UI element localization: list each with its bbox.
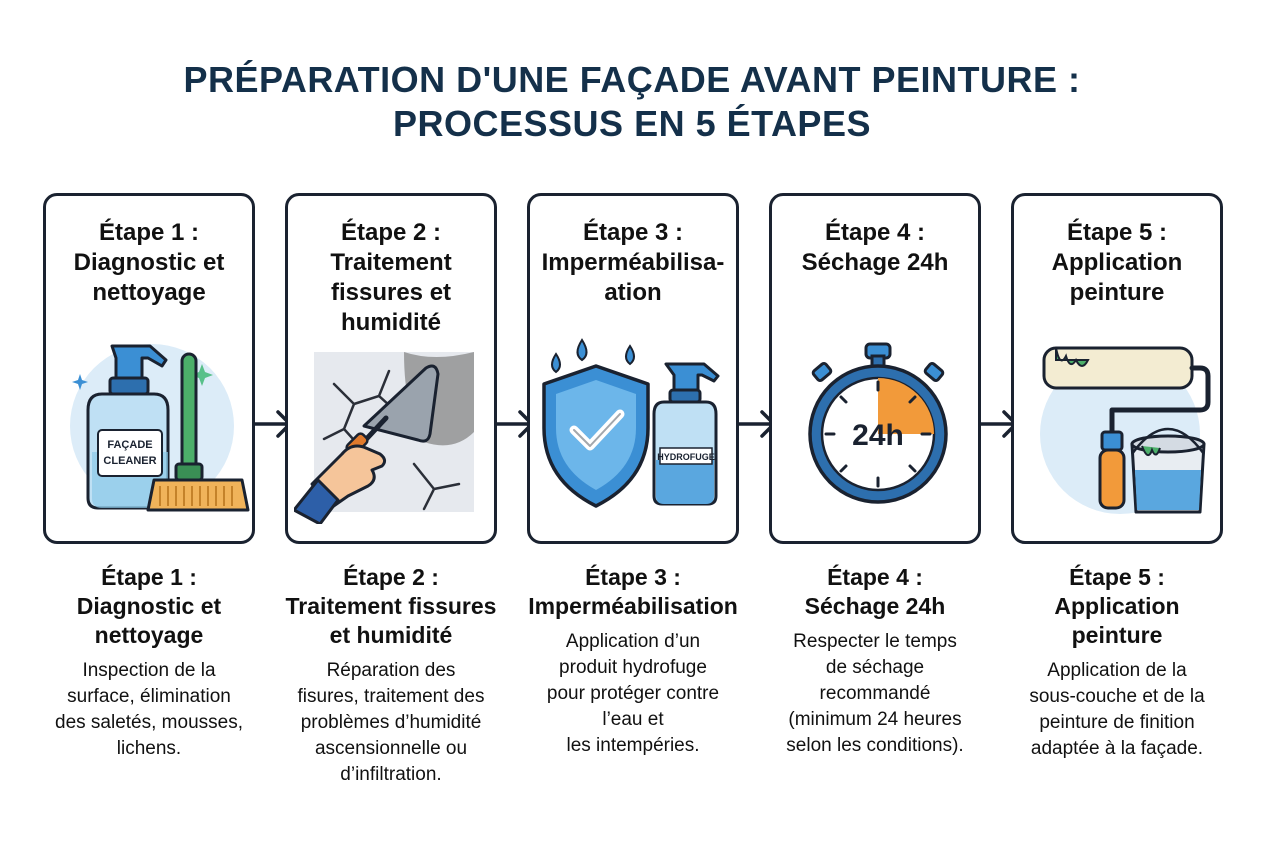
step-description-text-line: d’infiltration. <box>340 764 442 785</box>
step-card-title-line: Imperméabilisa- <box>541 249 725 276</box>
page-title-line-2: PROCESSUS EN 5 ÉTAPES <box>393 103 871 144</box>
step-description-heading-line: Étape 4 : <box>827 564 923 590</box>
step-description-text: Application de la sous-couche et de la p… <box>997 658 1237 762</box>
step-card-title-line: peinture <box>1069 279 1165 306</box>
step-description-heading-line: Étape 5 : <box>1069 564 1165 590</box>
step-description-text-line: produit hydrofuge <box>559 657 707 678</box>
step-card-title-line: Séchage 24h <box>801 249 949 276</box>
step-description-text-line: Inspection de la <box>82 660 216 681</box>
page-title-line-1: PRÉPARATION D'UNE FAÇADE AVANT PEINTURE … <box>183 59 1081 100</box>
step-card-title-line: Application <box>1051 249 1183 276</box>
step-description-heading: Étape 4 : Séchage 24h <box>755 563 995 621</box>
step-description-text-line: pour protéger contre <box>546 683 720 704</box>
step-description-text-line: lichens. <box>116 738 182 759</box>
step-description-text-line: (minimum 24 heures <box>788 709 962 730</box>
step-description-text-line: les intempéries. <box>566 735 700 756</box>
step-description-text: Respecter le temps de séchage recommandé… <box>755 629 995 759</box>
step-description-4: Étape 4 : Séchage 24h Respecter le temps… <box>755 563 995 759</box>
step-description-text-line: Application d’un <box>565 631 701 652</box>
step-card-title-line: Étape 3 : <box>582 219 684 246</box>
step-description-heading-line: Étape 2 : <box>343 564 439 590</box>
bottle-label-line: FAÇADE <box>107 439 152 451</box>
step-description-heading: Étape 3 : Imperméabilisation <box>513 563 753 621</box>
step-description-text-line: adaptée à la façade. <box>1030 738 1204 759</box>
step-description-text: Inspection de la surface, élimination de… <box>29 658 269 762</box>
step-description-text-line: problèmes d’humidité <box>300 712 482 733</box>
step-description-heading-line: Traitement fissures <box>285 593 497 619</box>
step-description-heading: Étape 5 : Application peinture <box>997 563 1237 650</box>
step-description-text-line: sous-couche et de la <box>1029 686 1205 707</box>
step-card-5: Étape 5 : Application peinture <box>1011 193 1223 544</box>
step-description-text-line: surface, élimination <box>67 686 231 707</box>
step-card-title-line: Étape 2 : <box>340 219 442 246</box>
trowel-on-cracked-wall-icon <box>294 352 474 524</box>
step-description-text-line: ascensionnelle ou <box>314 738 468 759</box>
step-description-heading-line: Diagnostic et <box>76 593 222 619</box>
step-description-text: Application d’un produit hydrofuge pour … <box>513 629 753 759</box>
step-description-text-line: l’eau et <box>602 709 664 730</box>
paint-roller-and-bucket-icon <box>1040 346 1211 514</box>
step-card-4: Étape 4 : Séchage 24h 24h <box>769 193 981 544</box>
page-title: PRÉPARATION D'UNE FAÇADE AVANT PEINTURE … <box>0 58 1264 146</box>
step-description-text-line: Respecter le temps <box>793 631 957 652</box>
step-description-3: Étape 3 : Imperméabilisation Application… <box>513 563 753 759</box>
step-description-1: Étape 1 : Diagnostic et nettoyage Inspec… <box>29 563 269 762</box>
step-description-text-line: Application de la <box>1047 660 1187 681</box>
step-card-title: Étape 3 : Imperméabilisa- ation <box>530 218 736 308</box>
step-description-text-line: fisures, traitement des <box>297 686 485 707</box>
step-description-heading-line: et humidité <box>329 622 453 648</box>
step-description-heading-line: peinture <box>1071 622 1163 648</box>
step-card-3: Étape 3 : Imperméabilisa- ation HYDROFUG… <box>527 193 739 544</box>
step-card-title: Étape 2 : Traitement fissures et humidit… <box>288 218 494 338</box>
step-card-title: Étape 4 : Séchage 24h <box>772 218 978 278</box>
step-description-heading-line: Étape 1 : <box>101 564 197 590</box>
step-description-text-line: peinture de finition <box>1039 712 1195 733</box>
step-card-title-line: Étape 5 : <box>1066 219 1168 246</box>
step-description-2: Étape 2 : Traitement fissures et humidit… <box>271 563 511 788</box>
step-description-text-line: des saletés, mousses, <box>55 712 243 733</box>
step-description-heading-line: Application <box>1054 593 1180 619</box>
step-card-title-line: Traitement <box>330 249 452 276</box>
step-card-1: Étape 1 : Diagnostic et nettoyage FAÇADE… <box>43 193 255 544</box>
step-card-title-line: humidité <box>341 309 441 336</box>
step-description-heading-line: Étape 3 : <box>585 564 681 590</box>
step-card-title-line: ation <box>604 279 662 306</box>
shield-and-spray-icon: HYDROFUGE <box>542 338 720 508</box>
step-description-text: Réparation des fisures, traitement des p… <box>271 658 511 788</box>
clock-label: 24h <box>852 419 904 452</box>
step-description-heading-line: Séchage 24h <box>804 593 946 619</box>
step-description-heading-line: Imperméabilisation <box>528 593 738 619</box>
step-card-title-line: Étape 1 : <box>98 219 200 246</box>
bottle-label-line: CLEANER <box>103 455 156 467</box>
step-card-title-line: fissures et <box>330 279 452 306</box>
step-card-title-line: nettoyage <box>92 279 206 306</box>
spray-bottle-and-brush-icon: FAÇADE CLEANER <box>70 344 250 512</box>
step-description-text-line: recommandé <box>819 683 931 704</box>
stopwatch-icon: 24h <box>808 342 948 504</box>
step-description-text-line: de séchage <box>825 657 925 678</box>
step-description-text-line: Réparation des <box>326 660 456 681</box>
step-description-text-line: selon les conditions). <box>786 735 964 756</box>
step-description-heading: Étape 1 : Diagnostic et nettoyage <box>29 563 269 650</box>
step-description-heading-line: nettoyage <box>94 622 204 648</box>
step-description-heading: Étape 2 : Traitement fissures et humidit… <box>271 563 511 650</box>
step-card-title: Étape 5 : Application peinture <box>1014 218 1220 308</box>
step-card-title-line: Étape 4 : <box>824 219 926 246</box>
step-description-5: Étape 5 : Application peinture Applicati… <box>997 563 1237 762</box>
step-card-title-line: Diagnostic et <box>73 249 225 276</box>
bottle-label-line: HYDROFUGE <box>657 452 715 462</box>
step-card-2: Étape 2 : Traitement fissures et humidit… <box>285 193 497 544</box>
step-card-title: Étape 1 : Diagnostic et nettoyage <box>46 218 252 308</box>
